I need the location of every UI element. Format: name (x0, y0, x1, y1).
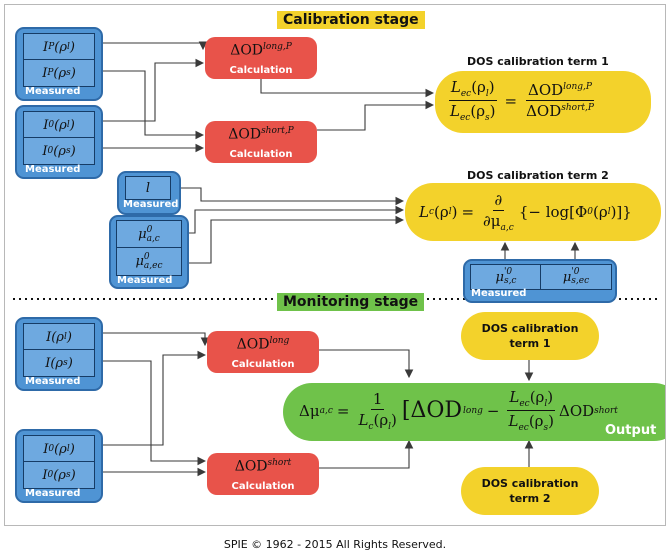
calibration-stage-title: Calibration stage (277, 11, 425, 29)
copyright-footer: SPIE © 1962 - 2015 All Rights Reserved. (223, 538, 447, 551)
term1-rhs-fraction: ΔODlong,P ΔODshort,P (526, 81, 594, 120)
calculation-delta-od-short-p: ΔODshort,P Calculation (205, 121, 317, 163)
arrow-i-short-to-calc-short (101, 360, 207, 466)
calculation-delta-od-long-p: ΔODlong,P Calculation (205, 37, 317, 79)
connector-layer (13, 41, 657, 477)
term2-derivative: ∂ ∂μa,c (483, 191, 514, 233)
output-reciprocal-fraction: 1 Lc(ρl) (358, 389, 397, 432)
monitoring-stage-title: Monitoring stage (277, 293, 425, 311)
calculation-delta-od-short: ΔODshort Calculation (207, 453, 319, 495)
arrow-calc-short-to-output (319, 439, 414, 469)
measured-label: Measured (25, 376, 81, 387)
measured-label: Measured (471, 288, 527, 299)
term1-lhs-fraction: Lec(ρl) Lec(ρs) (448, 78, 497, 123)
measured-label: Measured (25, 164, 81, 175)
measured-box-l: l Measured (117, 171, 181, 215)
arrow-ip-long-to-calc-long (101, 41, 208, 51)
arrow-mu-ac-to-term2 (187, 205, 405, 234)
measured-label: Measured (117, 275, 173, 286)
arrow-calc-long-to-output (319, 349, 414, 379)
arrow-ip-short-to-calc-short (101, 70, 205, 140)
cell-l: l (125, 176, 171, 200)
output-ratio-fraction: Lec(ρl) Lec(ρs) (507, 388, 556, 433)
dos-calibration-term1: Lec(ρl) Lec(ρs) = ΔODlong,P ΔODshort,P (435, 71, 651, 133)
measured-label: Measured (25, 488, 81, 499)
measured-label: Measured (123, 199, 179, 210)
output-label: Output (605, 423, 657, 438)
arrow-l-to-term2 (177, 187, 405, 206)
term1-heading: DOS calibration term 1 (467, 55, 609, 68)
term2-heading: DOS calibration term 2 (467, 169, 609, 182)
arrow-calc-short-to-term1 (317, 100, 435, 131)
arrow-mu-aec-to-term2 (187, 215, 405, 264)
measured-label: Measured (25, 86, 81, 97)
calculation-delta-od-long: ΔODlong Calculation (207, 331, 319, 373)
arrow-i0-long-to-calc-long (101, 58, 205, 122)
arrow-i-long-to-calc-long (101, 332, 210, 347)
arrow-calc-long-to-term1 (260, 79, 435, 98)
arrow-i0m-long-to-calc-long (101, 350, 207, 446)
